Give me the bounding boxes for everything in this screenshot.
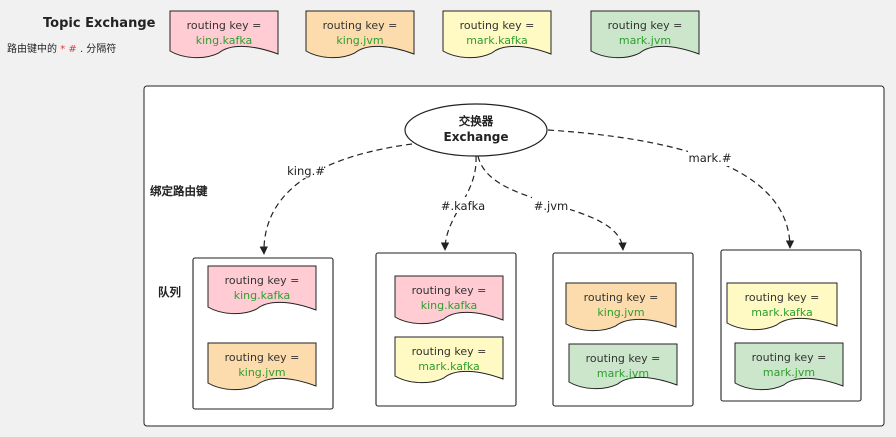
queue-message-king-jvm: routing key = king.jvm [207, 342, 317, 391]
routing-key-value: king.kafka [421, 299, 478, 312]
delimiter-note-suffix: . 分隔符 [77, 42, 117, 55]
routing-key-caption: routing key = [225, 274, 300, 287]
message-card-shape [394, 336, 504, 384]
routing-key-value: mark.kafka [466, 34, 528, 47]
message-card-shape [726, 282, 838, 331]
message-card-shape [568, 343, 678, 390]
queue-message-mark-kafka: routing key = mark.kafka [394, 336, 504, 384]
binding-label-king: king.# [287, 164, 325, 178]
message-card-shape [590, 10, 700, 59]
exchange-label-en: Exchange [444, 130, 509, 144]
binding-label-kafka: #.kafka [441, 199, 485, 213]
routing-key-caption: routing key = [323, 19, 398, 32]
binding-label-mark: mark.# [689, 151, 732, 165]
legend-card-mark-jvm: routing key = mark.jvm [590, 10, 700, 59]
routing-key-value: king.jvm [238, 366, 285, 379]
queue-4: routing key = mark.kafka routing key = mark… [720, 249, 862, 402]
routing-key-value: mark.jvm [763, 366, 815, 379]
routing-key-value: king.jvm [336, 34, 383, 47]
routing-key-caption: routing key = [412, 345, 487, 358]
queue-message-king-kafka: routing key = king.kafka [207, 265, 317, 315]
binding-label-jvm: #.jvm [534, 199, 569, 213]
delimiter-note-prefix: 路由键中的 [7, 42, 60, 55]
queue-1: routing key = king.kafka routing key = king… [192, 257, 334, 410]
message-card-shape [442, 10, 552, 59]
routing-key-value: mark.jvm [619, 34, 671, 47]
queue-message-mark-jvm: routing key = mark.jvm [568, 343, 678, 390]
routing-key-caption: routing key = [187, 19, 262, 32]
queue-2: routing key = king.kafka routing key = mark… [375, 252, 517, 407]
hash-wildcard: # [68, 44, 76, 55]
message-card-shape [207, 265, 317, 315]
routing-key-caption: routing key = [412, 284, 487, 297]
routing-key-value: mark.kafka [418, 360, 480, 373]
message-card-shape [305, 10, 415, 59]
queue-message-king-jvm: routing key = king.jvm [565, 282, 677, 332]
routing-key-caption: routing key = [584, 291, 659, 304]
binding-label-bg [286, 162, 324, 178]
message-card-shape [394, 275, 504, 325]
message-card-shape [169, 10, 279, 59]
queues: routing key = king.kafka routing key = king… [192, 249, 862, 410]
queue-message-mark-jvm: routing key = mark.jvm [734, 342, 844, 391]
page-title: Topic Exchange [43, 16, 156, 31]
queue-label: 队列 [158, 285, 181, 299]
binding-key-label: 绑定路由键 [150, 184, 208, 198]
routing-key-value: mark.jvm [597, 367, 649, 380]
routing-key-caption: routing key = [225, 351, 300, 364]
legend-card-king-jvm: routing key = king.jvm [305, 10, 415, 59]
legend-routing-keys: routing key = king.kafka routing key = king… [169, 10, 700, 59]
queue-message-mark-kafka: routing key = mark.kafka [726, 282, 838, 331]
exchange-node [404, 103, 548, 157]
queue-3: routing key = king.jvm routing key = mark.j… [552, 252, 694, 407]
legend-card-mark-kafka: routing key = mark.kafka [442, 10, 552, 59]
routing-key-caption: routing key = [752, 351, 827, 364]
binding-label-bg [688, 150, 732, 166]
message-card-shape [565, 282, 677, 332]
routing-key-caption: routing key = [745, 291, 820, 304]
message-card-shape [207, 342, 317, 391]
legend-card-king-kafka: routing key = king.kafka [169, 10, 279, 59]
delimiter-note: 路由键中的 * # . 分隔符 [7, 42, 116, 55]
routing-key-caption: routing key = [460, 19, 535, 32]
queue-message-king-kafka: routing key = king.kafka [394, 275, 504, 325]
routing-key-value: mark.kafka [751, 306, 813, 319]
routing-key-value: king.jvm [597, 306, 644, 319]
binding-label-bg [442, 197, 486, 213]
binding-label-bg [532, 197, 570, 213]
exchange-label-cn: 交换器 [459, 114, 494, 128]
routing-key-value: king.kafka [234, 289, 291, 302]
routing-key-caption: routing key = [608, 19, 683, 32]
message-card-shape [734, 342, 844, 391]
routing-key-caption: routing key = [586, 352, 661, 365]
star-wildcard: * [60, 44, 65, 55]
routing-key-value: king.kafka [196, 34, 253, 47]
